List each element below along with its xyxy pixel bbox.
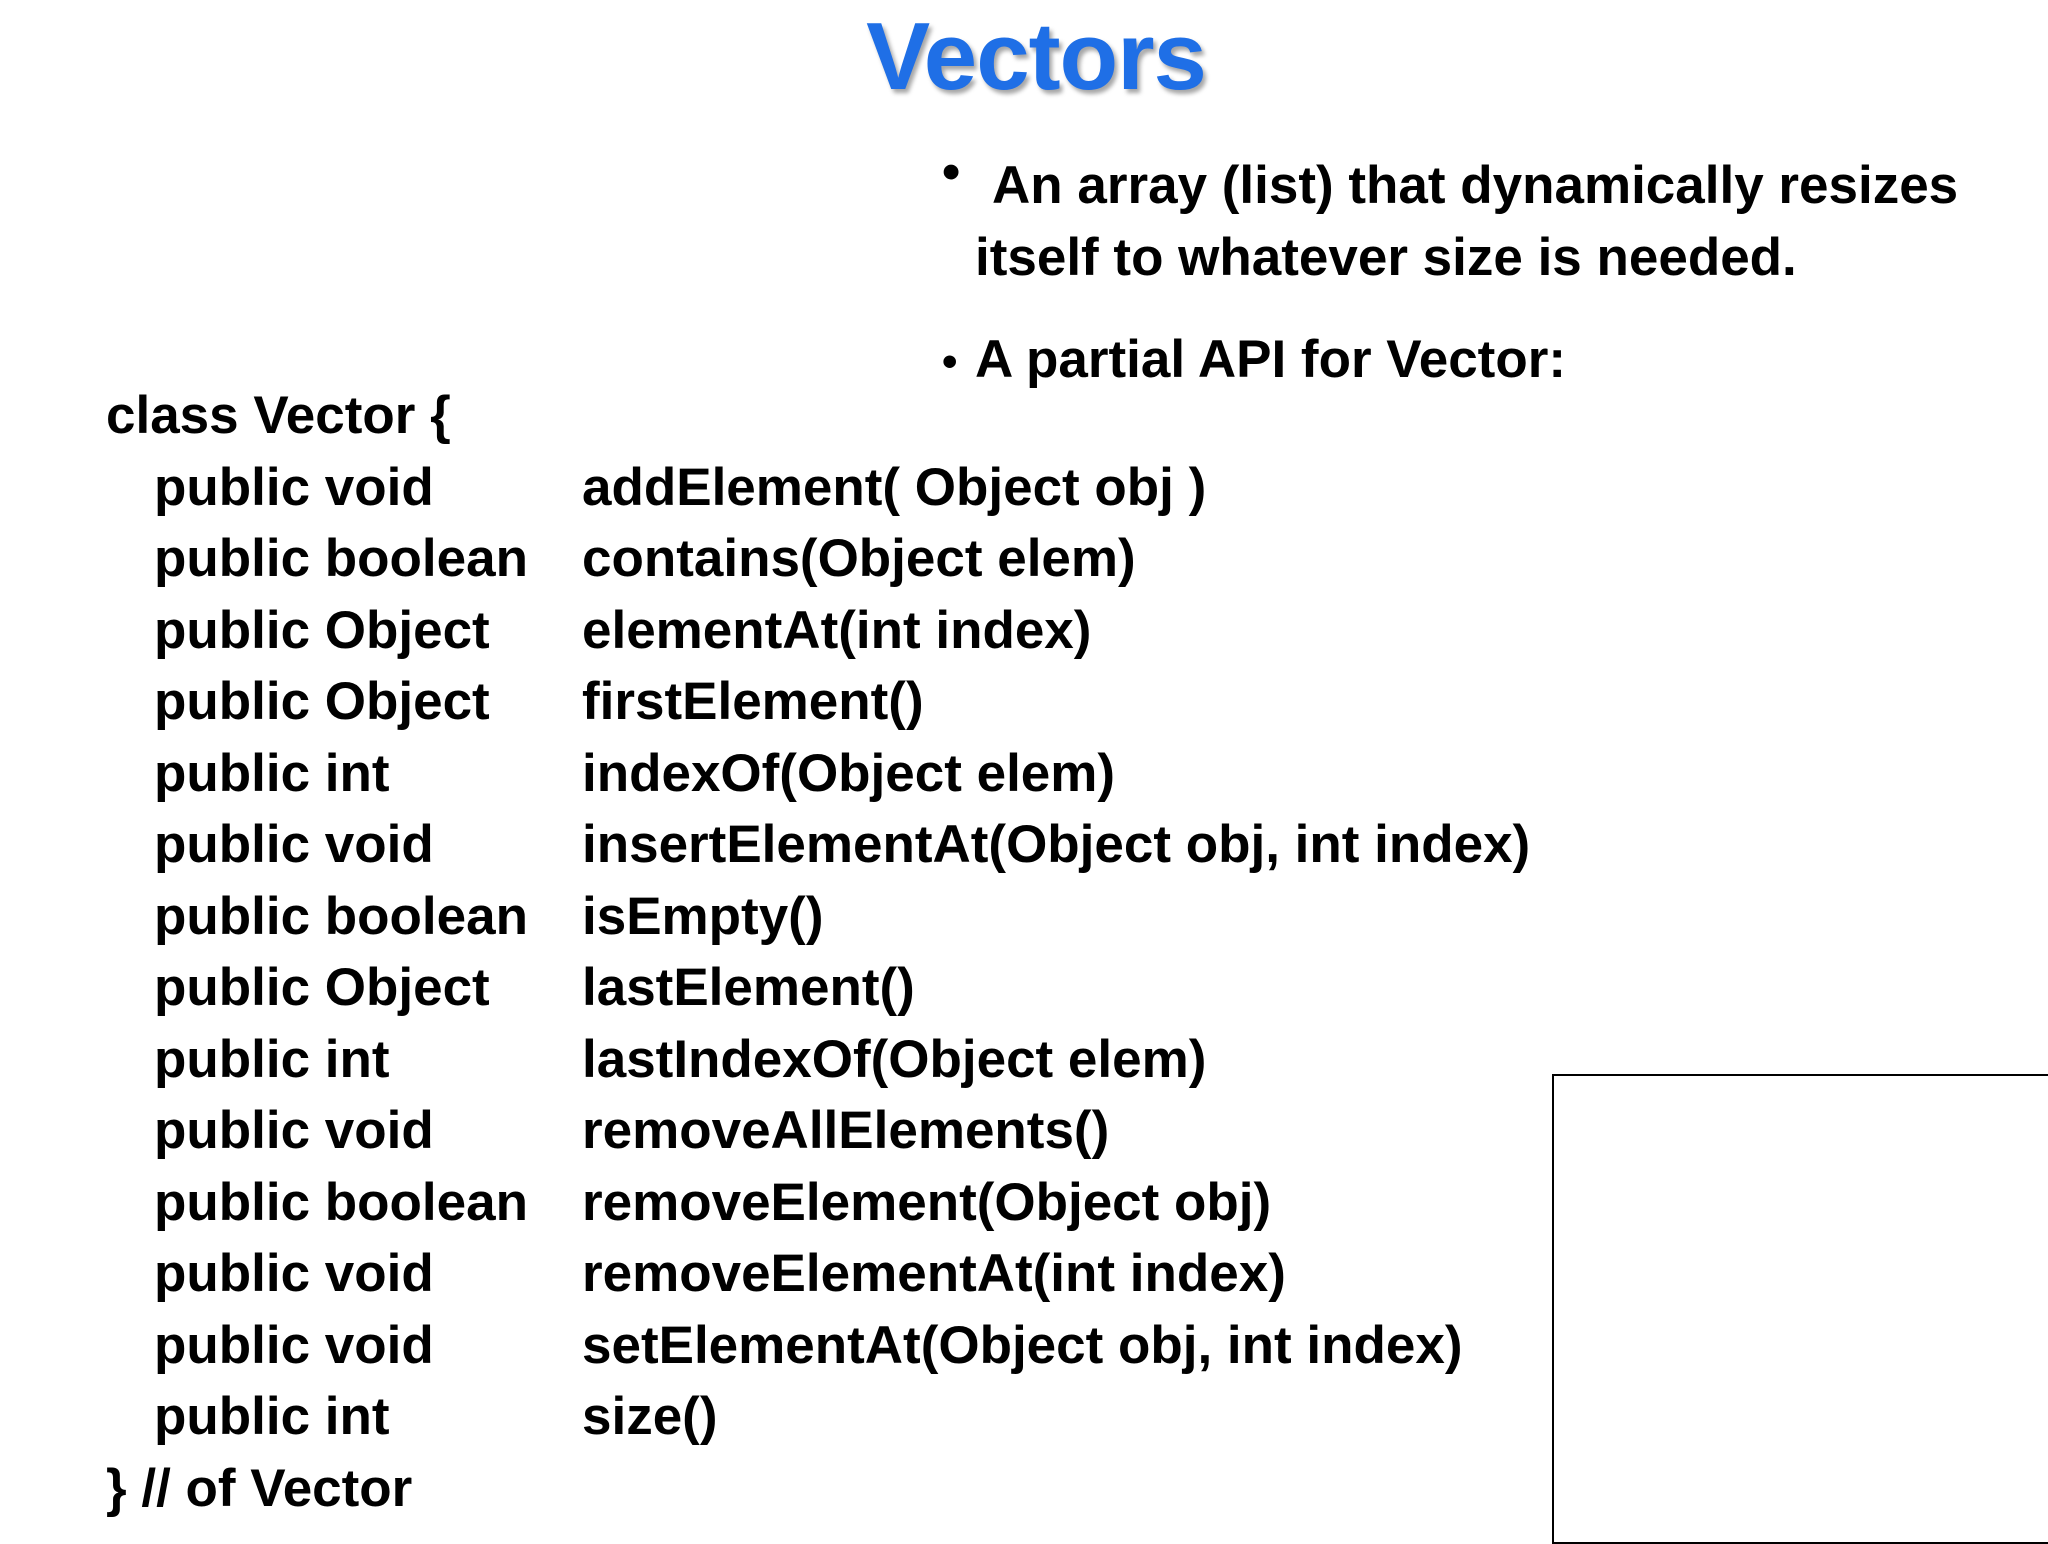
method-return-type: public int <box>154 1387 390 1446</box>
class-closing: } // of Vector <box>106 1458 413 1518</box>
method-return-type: public Object <box>154 672 490 731</box>
bullet-text-continued: itself to whatever size is needed. <box>975 228 1797 287</box>
method-signature: insertElementAt(Object obj, int index) <box>582 815 1531 874</box>
method-row: public boolean isEmpty() <box>106 881 1530 953</box>
bullet-marker: • <box>942 337 958 386</box>
method-signature: indexOf(Object elem) <box>582 743 1116 803</box>
method-row: public boolean removeElement(Object obj) <box>106 1167 1530 1239</box>
method-return-type: public Object <box>154 958 490 1017</box>
method-signature: removeElement(Object obj) <box>582 1172 1272 1232</box>
method-row: public boolean contains(Object elem) <box>106 523 1530 595</box>
method-return-type: public boolean <box>154 529 528 588</box>
method-signature: removeElementAt(int index) <box>582 1244 1286 1303</box>
method-return-type: public boolean <box>154 886 528 946</box>
bullet-item: • A partial API for Vector: <box>942 324 2042 396</box>
method-row: public Object elementAt(int index) <box>106 595 1530 667</box>
method-row: public Object lastElement() <box>106 952 1530 1024</box>
method-row: public int indexOf(Object elem) <box>106 738 1530 810</box>
method-return-type: public void <box>154 457 434 517</box>
empty-box <box>1552 1074 2048 1544</box>
method-signature: removeAllElements() <box>582 1101 1110 1160</box>
method-return-type: public void <box>154 815 434 874</box>
method-signature: firstElement() <box>582 672 924 731</box>
class-declaration: class Vector { <box>106 386 451 445</box>
method-row: public void addElement( Object obj ) <box>106 452 1530 524</box>
method-return-type: public void <box>154 1315 434 1375</box>
method-signature: setElementAt(Object obj, int index) <box>582 1315 1463 1375</box>
method-signature: size() <box>582 1387 718 1446</box>
method-return-type: public boolean <box>154 1172 528 1232</box>
method-row: public void insertElementAt(Object obj, i… <box>106 809 1530 881</box>
method-signature: isEmpty() <box>582 886 824 946</box>
code-block: class Vector { public void addElement( Ob… <box>106 380 1530 1524</box>
bullet-marker: • <box>942 143 961 201</box>
method-signature: addElement( Object obj ) <box>582 457 1207 517</box>
method-row: public void removeAllElements() <box>106 1095 1530 1167</box>
bullet-text: A partial API for Vector: <box>975 330 1566 389</box>
method-signature: contains(Object elem) <box>582 529 1136 588</box>
method-signature: elementAt(int index) <box>582 600 1092 660</box>
method-signature: lastIndexOf(Object elem) <box>582 1029 1207 1089</box>
method-row: public void removeElementAt(int index) <box>106 1238 1530 1310</box>
bullet-text: An array (list) that dynamically resizes <box>992 156 1959 215</box>
method-row: public int size() <box>106 1381 1530 1453</box>
method-return-type: public void <box>154 1101 434 1160</box>
method-return-type: public void <box>154 1244 434 1303</box>
method-row: public Object firstElement() <box>106 666 1530 738</box>
method-signature: lastElement() <box>582 958 915 1017</box>
bullet-list: • An array (list) that dynamically resiz… <box>942 143 2042 396</box>
method-row: public void setElementAt(Object obj, int … <box>106 1310 1530 1382</box>
method-row: public int lastIndexOf(Object elem) <box>106 1024 1530 1096</box>
method-return-type: public int <box>154 1029 390 1089</box>
method-return-type: public int <box>154 743 390 803</box>
method-return-type: public Object <box>154 600 490 660</box>
slide-title: Vectors <box>866 3 1207 110</box>
bullet-item: • An array (list) that dynamically resiz… <box>942 143 2042 294</box>
